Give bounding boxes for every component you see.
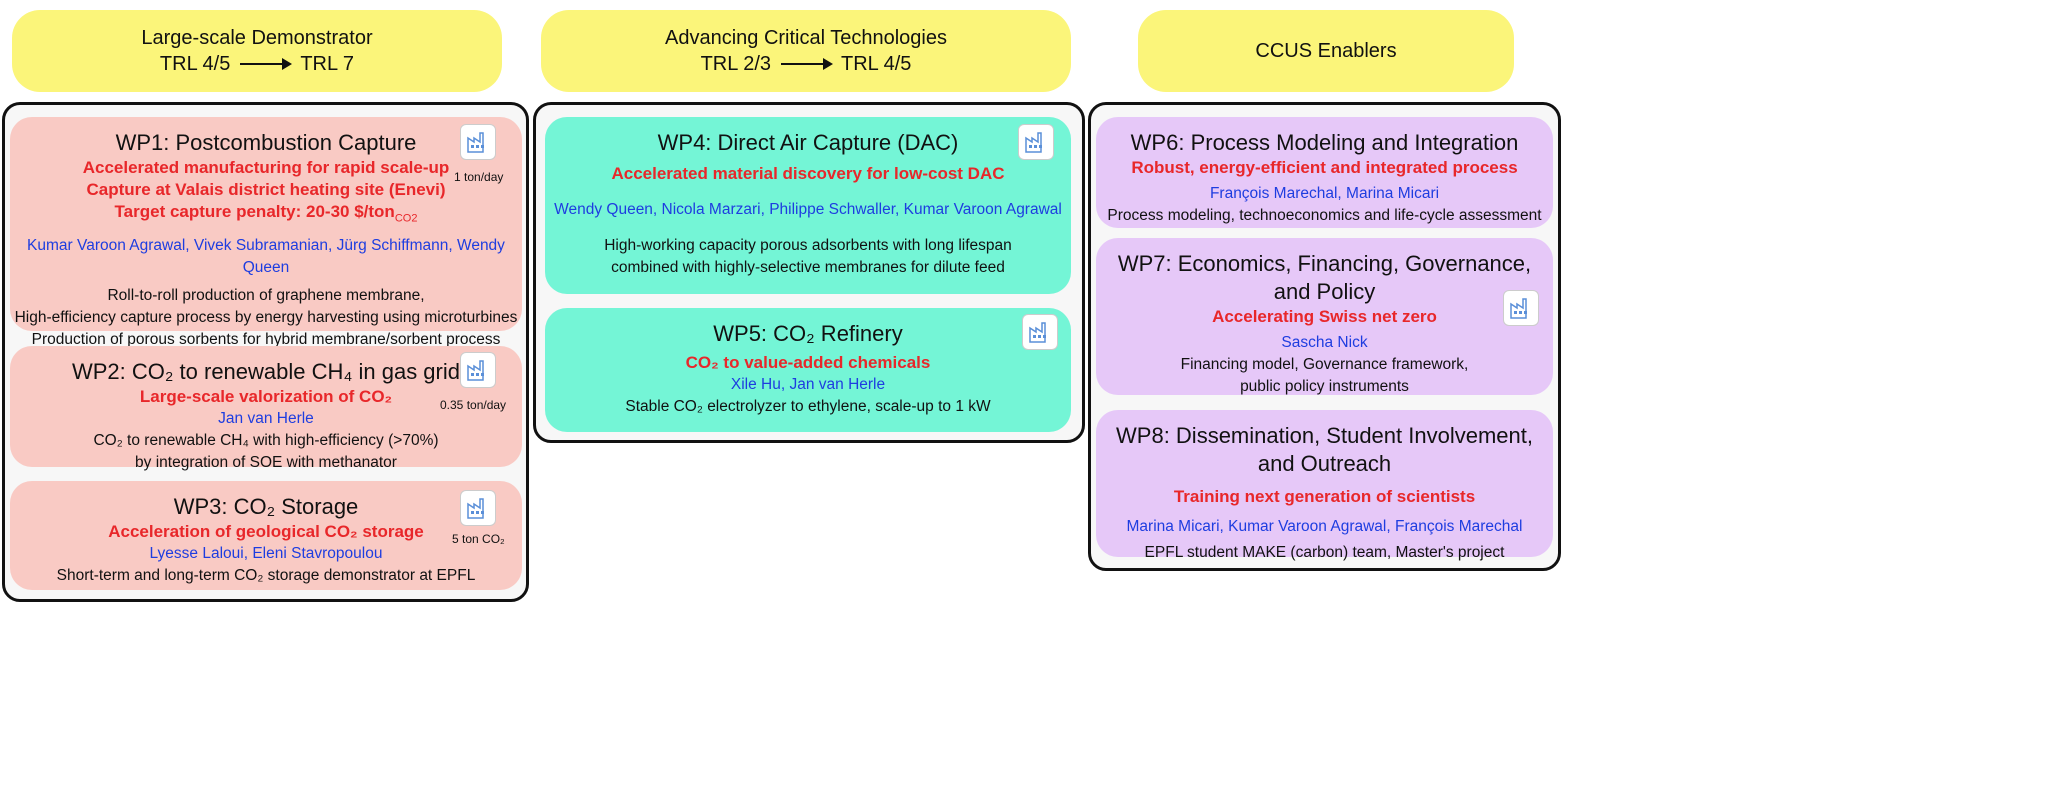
wp-title: and Policy xyxy=(1273,279,1376,304)
wp-desc: High-efficiency capture process by energ… xyxy=(14,309,518,327)
wp-people: Wendy Queen, Nicola Marzari, Philippe Sc… xyxy=(554,201,1062,218)
wp-goal: Robust, energy-efficient and integrated … xyxy=(1131,158,1518,177)
wp-people: Lyesse Laloui, Eleni Stavropoulou xyxy=(149,545,383,562)
wp-people: Jan van Herle xyxy=(218,410,314,427)
capacity-label: 5 ton CO₂ xyxy=(452,532,505,546)
factory-icon xyxy=(460,124,496,160)
wp-goal: Accelerating Swiss net zero xyxy=(1212,307,1437,326)
wp-desc: CO₂ to renewable CH₄ with high-efficienc… xyxy=(93,432,439,449)
wp-title: WP1: Postcombustion Capture xyxy=(115,130,417,155)
wp6-card: WP6: Process Modeling and Integration Ro… xyxy=(1096,117,1553,228)
factory-icon xyxy=(460,490,496,526)
trl-to: TRL 4/5 xyxy=(841,53,912,75)
wp-goal: Target capture penalty: 20-30 $/ton xyxy=(114,202,395,221)
wp-desc: by integration of SOE with methanator xyxy=(135,454,397,471)
trl-from: TRL 4/5 xyxy=(159,53,231,75)
wp4-card: WP4: Direct Air Capture (DAC) Accelerate… xyxy=(545,117,1071,294)
wp-people: François Marechal, Marina Micari xyxy=(1209,185,1440,202)
capacity-label: 0.35 ton/day xyxy=(440,398,507,412)
wp-desc: High-working capacity porous adsorbents … xyxy=(604,237,1012,254)
wp-desc: public policy instruments xyxy=(1240,378,1409,395)
wp-people: Xile Hu, Jan van Herle xyxy=(730,376,886,393)
column-title: Advancing Critical Technologies xyxy=(664,27,947,49)
wp-title: WP5: CO₂ Refinery xyxy=(713,321,903,346)
column-header-enablers: CCUS Enablers xyxy=(1138,10,1514,92)
capacity-label: 1 ton/day xyxy=(454,170,504,184)
wp3-card: WP3: CO₂ Storage Acceleration of geologi… xyxy=(10,481,522,590)
trl-from: TRL 2/3 xyxy=(700,53,771,75)
wp-desc: Process modeling, technoeconomics and li… xyxy=(1107,207,1542,224)
wp-title: WP8: Dissemination, Student Involvement, xyxy=(1116,423,1533,448)
column-header-technologies: Advancing Critical Technologies TRL 2/3 T… xyxy=(541,10,1071,92)
wp-desc: Stable CO₂ electrolyzer to ethylene, sca… xyxy=(625,398,991,415)
column-title: CCUS Enablers xyxy=(1255,40,1397,62)
factory-icon xyxy=(1018,124,1054,160)
wp-title: WP3: CO₂ Storage xyxy=(173,494,359,519)
wp-goal: Large-scale valorization of CO₂ xyxy=(139,387,393,406)
wp-goal: Accelerated material discovery for low-c… xyxy=(611,164,1005,183)
wp-goal: CO₂ to value-added chemicals xyxy=(685,353,931,372)
column-header-demonstrator: Large-scale Demonstrator TRL 4/5 TRL 7 xyxy=(12,10,502,92)
wp8-card: WP8: Dissemination, Student Involvement,… xyxy=(1096,410,1553,561)
wp-desc: Financing model, Governance framework, xyxy=(1180,356,1469,373)
wp7-card: WP7: Economics, Financing, Governance, a… xyxy=(1096,238,1553,395)
wp-people: Sascha Nick xyxy=(1281,334,1368,351)
factory-icon xyxy=(1022,314,1058,350)
arrow-icon xyxy=(240,58,293,70)
wp-desc: combined with highly-selective membranes… xyxy=(611,259,1005,276)
wp-goal: Capture at Valais district heating site … xyxy=(86,180,446,199)
wp-goal-subscript: CO2 xyxy=(394,212,418,225)
wp-desc: Production of porous sorbents for hybrid… xyxy=(31,331,501,349)
wp-goal: Acceleration of geological CO₂ storage xyxy=(108,522,424,541)
factory-icon xyxy=(1503,290,1539,326)
wp-title: WP6: Process Modeling and Integration xyxy=(1130,130,1519,155)
wp-desc: EPFL student MAKE (carbon) team, Master'… xyxy=(1144,544,1505,561)
wp-desc: Short-term and long-term CO₂ storage dem… xyxy=(56,567,476,584)
wp-goal: Accelerated manufacturing for rapid scal… xyxy=(82,158,450,177)
factory-icon xyxy=(460,352,496,388)
wp-people: Kumar Varoon Agrawal, Vivek Subramanian,… xyxy=(27,237,505,277)
wp-title: WP7: Economics, Financing, Governance, xyxy=(1117,251,1532,276)
trl-to: TRL 7 xyxy=(300,53,355,75)
wp-title: WP2: CO₂ to renewable CH₄ in gas grid xyxy=(71,359,460,384)
wp-goal: Training next generation of scientists xyxy=(1173,487,1476,506)
wp-title: and Outreach xyxy=(1257,451,1392,476)
wp1-card: WP1: Postcombustion Capture Accelerated … xyxy=(10,117,522,348)
wp5-card: WP5: CO₂ Refinery CO₂ to value-added che… xyxy=(545,308,1071,432)
wp-people: Marina Micari, Kumar Varoon Agrawal, Fra… xyxy=(1126,518,1523,535)
wp-title: WP4: Direct Air Capture (DAC) xyxy=(657,130,959,155)
column-title: Large-scale Demonstrator xyxy=(141,27,373,49)
wp-desc: Roll-to-roll production of graphene memb… xyxy=(107,287,425,305)
arrow-icon xyxy=(781,58,833,70)
wp2-card: WP2: CO₂ to renewable CH₄ in gas grid La… xyxy=(10,346,522,471)
